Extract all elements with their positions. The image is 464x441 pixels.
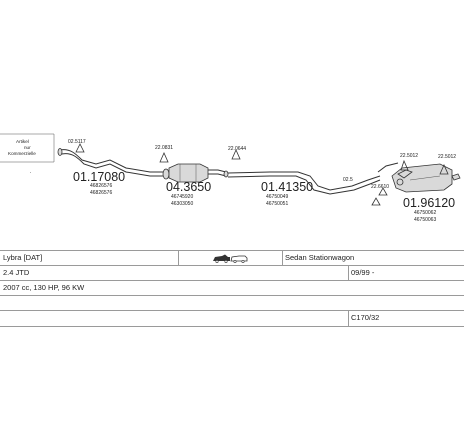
catalyst-code-2: 46303050 [171,201,193,207]
svg-text:‘: ‘ [30,171,31,176]
front-pipe-code-1: 46826576 [90,183,112,189]
callout-line-2: nur [24,145,31,150]
engine: 2.4 JTD [3,268,30,277]
hanger-number-3: 22.5012 [438,154,456,160]
clamp-rear-number: 02.5 [343,177,353,183]
front-pipe-code-2: 46826576 [90,190,112,196]
mid-pipe-number: 01.41350 [261,180,313,194]
catalyst-bracket-number: 22.0831 [155,145,173,151]
sedan-icon [213,254,248,263]
production-date: 09/99 - [351,268,375,277]
info-row-blank [0,295,464,311]
mid-bracket: 22.0644 [228,146,246,160]
info-row-model: Lybra [DAT] Sedan Stationwagon [0,250,464,266]
rear-silencer-code-2: 46750063 [414,217,436,223]
clamp-front-number: 02.5117 [68,139,86,145]
catalyst-bracket: 22.0831 [155,145,173,163]
info-row-spec: 2007 cc, 130 HP, 96 KW [0,280,464,296]
mid-pipe-code-2: 46750051 [266,201,288,207]
callout-line-1: Artikel [16,139,29,144]
mid-pipe [227,171,381,195]
front-pipe-number: 01.17080 [73,170,125,184]
rear-silencer-number: 01.96120 [403,196,455,210]
reference-code: C170/32 [351,313,380,322]
exhaust-system-diagram: Artikel nur Kommerzielle ‘ 02.5117 01.17… [0,133,461,223]
callout-box: Artikel nur Kommerzielle ‘ [0,133,55,176]
catalyst-number: 04.3650 [166,180,211,194]
mid-bracket-number: 22.0644 [228,146,246,152]
clamp-front: 02.5117 [68,139,86,153]
catalytic-converter [162,163,229,183]
mid-pipe-code-1: 46750049 [266,194,288,200]
engine-spec: 2007 cc, 130 HP, 96 KW [3,283,85,292]
info-row-reference: C170/32 [0,310,464,327]
model-name: Lybra [DAT] [3,253,43,262]
rear-hangers: 22.6610 22.5012 22.5012 [371,153,456,206]
rear-silencer-code-1: 46750062 [414,210,436,216]
rear-silencer [377,162,461,193]
body-type: Sedan Stationwagon [285,253,355,262]
hanger-number-2: 22.5012 [400,153,418,159]
catalyst-code-1: 46745920 [171,194,193,200]
info-row-engine: 2.4 JTD 09/99 - [0,265,464,281]
callout-line-3: Kommerzielle [8,151,36,156]
front-pipe [57,148,168,177]
hanger-number-1: 22.6610 [371,184,389,190]
